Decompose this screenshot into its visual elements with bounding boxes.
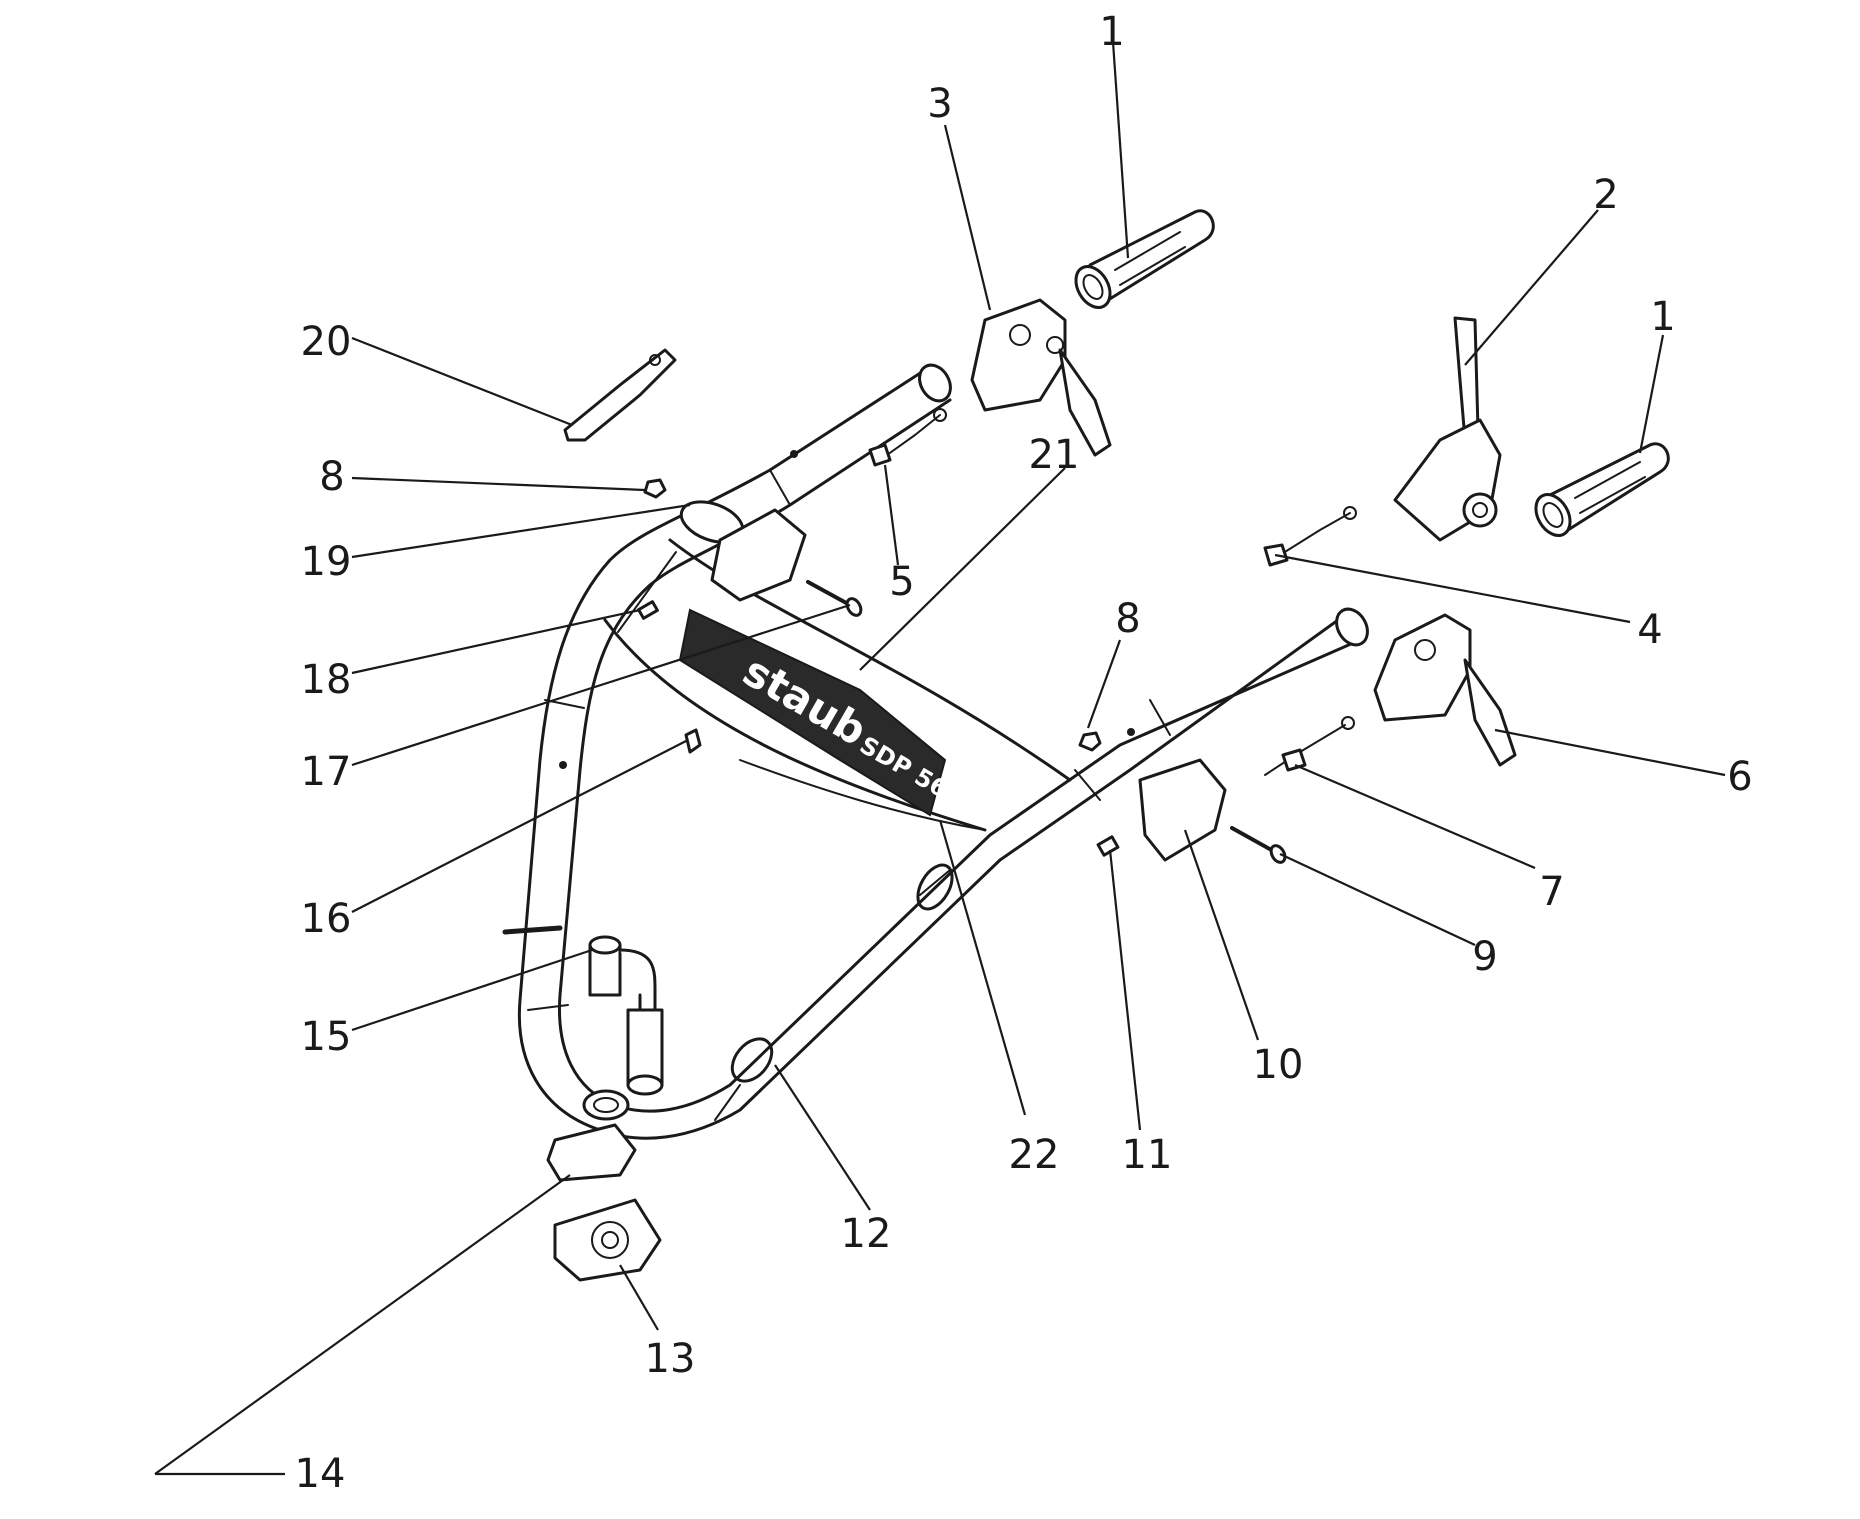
control-box-left [710, 508, 807, 602]
callout-18: 18 [301, 657, 352, 703]
grip-right [1534, 442, 1670, 537]
callout-20: 20 [301, 319, 352, 365]
callout-2: 2 [1593, 172, 1618, 218]
callout-15: 15 [301, 1014, 352, 1060]
leader-lines [154, 41, 1726, 1476]
throttle-lever-part [563, 348, 677, 442]
auxiliary-handle [588, 935, 664, 1096]
lever-housing-upper [970, 298, 1112, 457]
side-bolt [502, 925, 563, 935]
handlebar-frame [517, 363, 1369, 1140]
callout-19: 19 [301, 539, 352, 585]
callout-13: 13 [645, 1336, 696, 1382]
callout-10: 10 [1253, 1042, 1304, 1088]
callout-12: 12 [841, 1211, 892, 1257]
callout-5: 5 [889, 559, 914, 605]
callout-16: 16 [301, 896, 352, 942]
control-box-right [1138, 758, 1227, 862]
frame-decal: staub SDP 566 [678, 608, 967, 817]
stud [1096, 835, 1120, 857]
screw-18 [637, 600, 659, 620]
cable-lower-right [1264, 716, 1355, 776]
bolt-16 [684, 728, 702, 754]
pin-left [806, 580, 863, 617]
lever-housing-right [1373, 613, 1517, 767]
callout-1-upper: 1 [1099, 9, 1124, 55]
cable-upper [868, 408, 947, 467]
clamp-base [553, 1198, 662, 1282]
callout-8-right: 8 [1115, 596, 1140, 642]
callout-21: 21 [1029, 432, 1080, 478]
grip-upper [1074, 209, 1215, 309]
nut-upper [643, 478, 667, 499]
lower-clamp [546, 1123, 637, 1182]
callout-4: 4 [1637, 607, 1662, 653]
clutch-lever-bracket [1393, 316, 1502, 542]
callout-8-upper: 8 [319, 454, 344, 500]
pin-right [1230, 826, 1287, 864]
callout-22: 22 [1009, 1132, 1060, 1178]
callout-17: 17 [301, 749, 352, 795]
callout-9: 9 [1472, 934, 1497, 980]
callout-7: 7 [1539, 869, 1564, 915]
callout-14: 14 [295, 1451, 346, 1497]
callout-labels: 1 3 2 1 20 8 21 19 5 4 8 18 6 17 7 16 9 … [295, 9, 1753, 1497]
callout-3: 3 [927, 81, 952, 127]
callout-11: 11 [1122, 1132, 1173, 1178]
callout-1-right: 1 [1650, 294, 1675, 340]
callout-6: 6 [1727, 754, 1752, 800]
nut-right [1078, 731, 1102, 752]
